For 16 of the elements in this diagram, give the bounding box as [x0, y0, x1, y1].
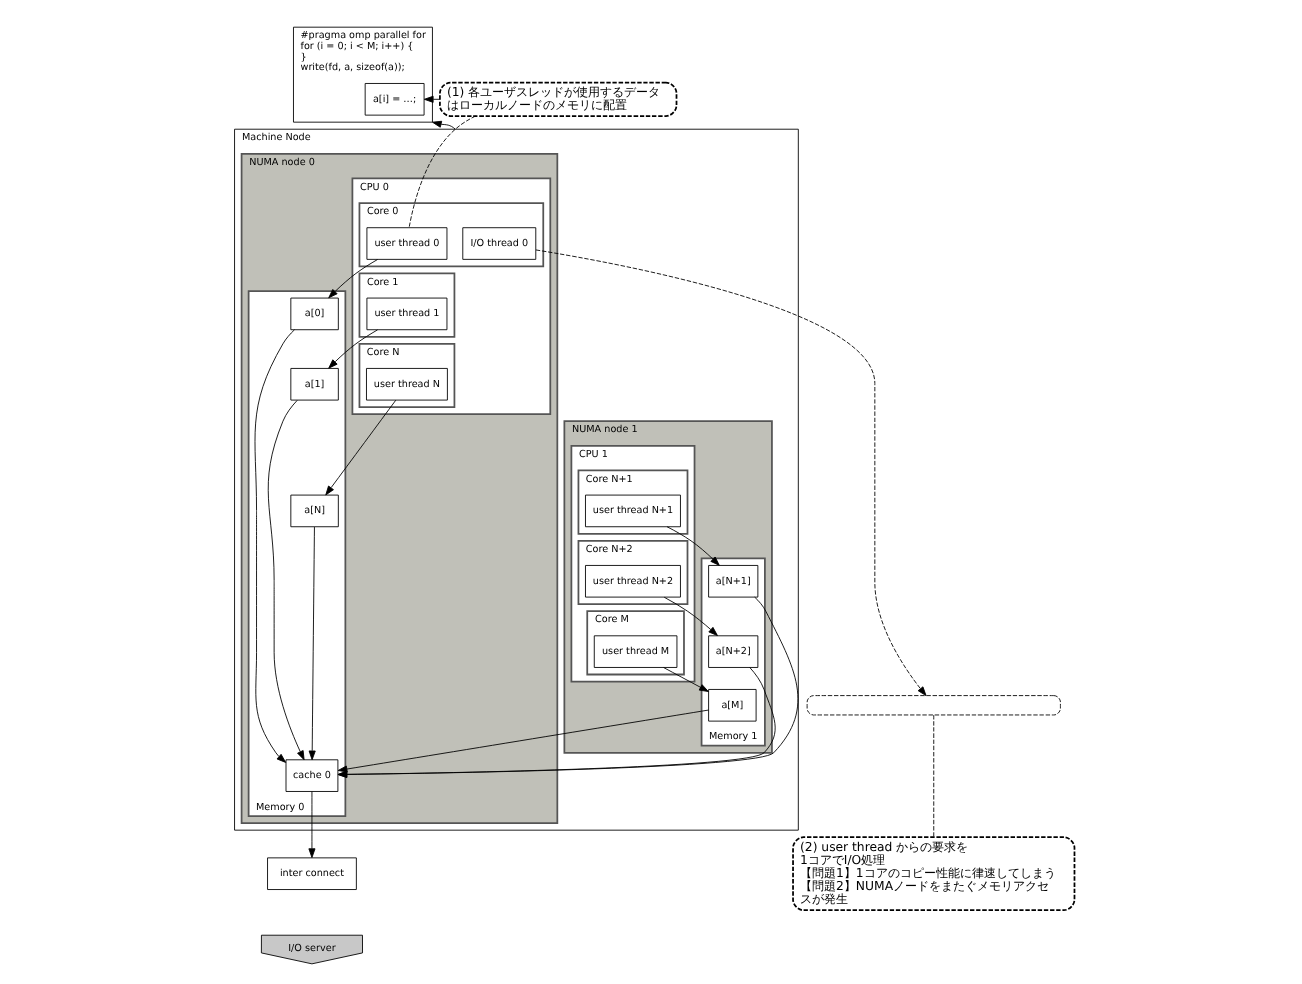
arrow	[337, 596, 799, 778]
node-box	[806, 695, 1061, 716]
arrow	[337, 709, 709, 773]
arrow	[666, 526, 720, 566]
arrow	[308, 791, 316, 858]
arrow	[325, 399, 397, 496]
arrow	[254, 329, 295, 763]
arrow	[663, 667, 709, 692]
arrow	[267, 399, 305, 761]
arrow	[423, 95, 441, 103]
arrow	[308, 526, 316, 761]
connector	[408, 115, 476, 228]
arrow	[432, 120, 456, 130]
connector	[933, 714, 935, 838]
arrow	[328, 259, 378, 299]
arrow	[337, 667, 776, 778]
